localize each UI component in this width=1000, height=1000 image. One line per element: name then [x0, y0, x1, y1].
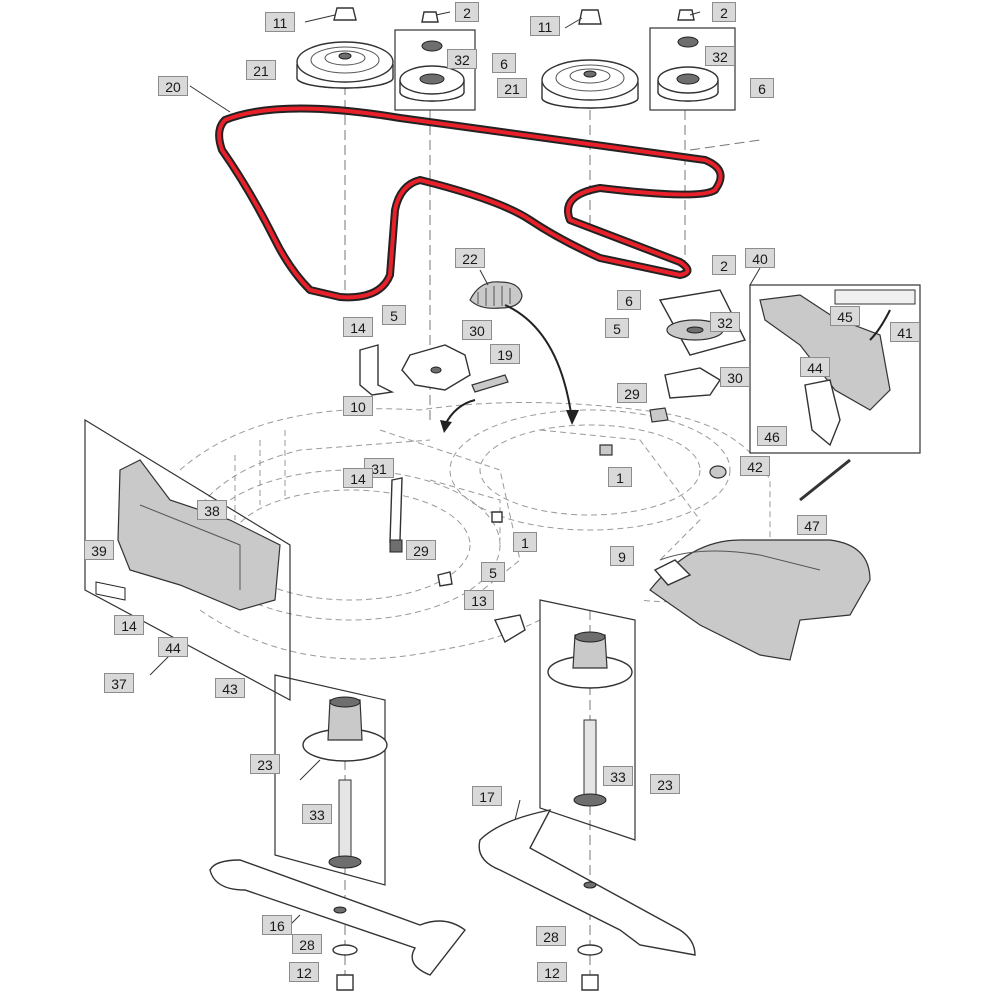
callout-13[interactable]: 13	[464, 590, 494, 610]
idler-arm-icon	[359, 344, 509, 433]
callout-30[interactable]: 30	[462, 320, 492, 340]
callout-14[interactable]: 14	[114, 615, 144, 635]
callout-30[interactable]: 30	[720, 367, 750, 387]
callout-37[interactable]: 37	[104, 673, 134, 693]
callout-23[interactable]: 23	[650, 774, 680, 794]
pulley-icon	[296, 7, 394, 89]
spindle-icon	[274, 674, 388, 886]
baffle-icon	[84, 418, 291, 702]
callout-5[interactable]: 5	[382, 305, 406, 325]
blade-bolt-icon	[332, 944, 603, 991]
callout-47[interactable]: 47	[797, 515, 827, 535]
callout-41[interactable]: 41	[890, 322, 920, 342]
chute-icon	[649, 458, 871, 661]
callout-28[interactable]: 28	[292, 934, 322, 954]
callout-9[interactable]: 9	[610, 546, 634, 566]
callout-6[interactable]: 6	[492, 53, 516, 73]
callout-21[interactable]: 21	[246, 60, 276, 80]
callout-22[interactable]: 22	[455, 248, 485, 268]
callout-32[interactable]: 32	[447, 49, 477, 69]
callout-38[interactable]: 38	[197, 500, 227, 520]
spindle-icon	[539, 599, 636, 841]
callout-19[interactable]: 19	[490, 344, 520, 364]
callout-1[interactable]: 1	[513, 532, 537, 552]
callout-29[interactable]: 29	[617, 383, 647, 403]
callout-1[interactable]: 1	[608, 467, 632, 487]
assembly-axis-lines	[344, 85, 761, 990]
callout-39[interactable]: 39	[84, 540, 114, 560]
callout-42[interactable]: 42	[740, 456, 770, 476]
callout-20[interactable]: 20	[158, 76, 188, 96]
callout-2[interactable]: 2	[712, 2, 736, 22]
callout-5[interactable]: 5	[481, 562, 505, 582]
idler-pulley-icon	[649, 9, 736, 111]
callout-11[interactable]: 11	[530, 16, 560, 36]
callout-2[interactable]: 2	[455, 2, 479, 22]
pulley-icon	[541, 9, 639, 109]
callout-16[interactable]: 16	[262, 915, 292, 935]
callout-17[interactable]: 17	[472, 786, 502, 806]
callout-44[interactable]: 44	[800, 357, 830, 377]
callout-11[interactable]: 11	[265, 12, 295, 32]
mower-deck-outline	[179, 402, 771, 660]
spring-icon	[469, 281, 579, 425]
callout-21[interactable]: 21	[497, 78, 527, 98]
shield-icon	[749, 284, 921, 454]
callout-29[interactable]: 29	[406, 540, 436, 560]
blade-icon	[209, 859, 466, 976]
callout-6[interactable]: 6	[617, 290, 641, 310]
callout-32[interactable]: 32	[710, 312, 740, 332]
idler-pulley-icon	[394, 11, 476, 111]
callout-45[interactable]: 45	[830, 306, 860, 326]
callout-5[interactable]: 5	[605, 318, 629, 338]
callout-2[interactable]: 2	[712, 255, 736, 275]
callout-44[interactable]: 44	[158, 637, 188, 657]
callout-40[interactable]: 40	[745, 248, 775, 268]
mid-hardware-icon	[389, 444, 727, 644]
callout-14[interactable]: 14	[343, 468, 373, 488]
callout-43[interactable]: 43	[215, 678, 245, 698]
callout-32[interactable]: 32	[705, 46, 735, 66]
callout-46[interactable]: 46	[757, 426, 787, 446]
idler-bracket-icon	[649, 289, 747, 423]
callout-33[interactable]: 33	[603, 766, 633, 786]
callout-28[interactable]: 28	[536, 926, 566, 946]
drive-belt-icon	[215, 104, 725, 302]
callout-33[interactable]: 33	[302, 804, 332, 824]
callout-6[interactable]: 6	[750, 78, 774, 98]
leader-lines	[149, 11, 761, 926]
callout-23[interactable]: 23	[250, 754, 280, 774]
callout-12[interactable]: 12	[289, 962, 319, 982]
blade-icon	[478, 809, 696, 956]
callout-12[interactable]: 12	[537, 962, 567, 982]
callout-14[interactable]: 14	[343, 317, 373, 337]
callout-10[interactable]: 10	[343, 396, 373, 416]
